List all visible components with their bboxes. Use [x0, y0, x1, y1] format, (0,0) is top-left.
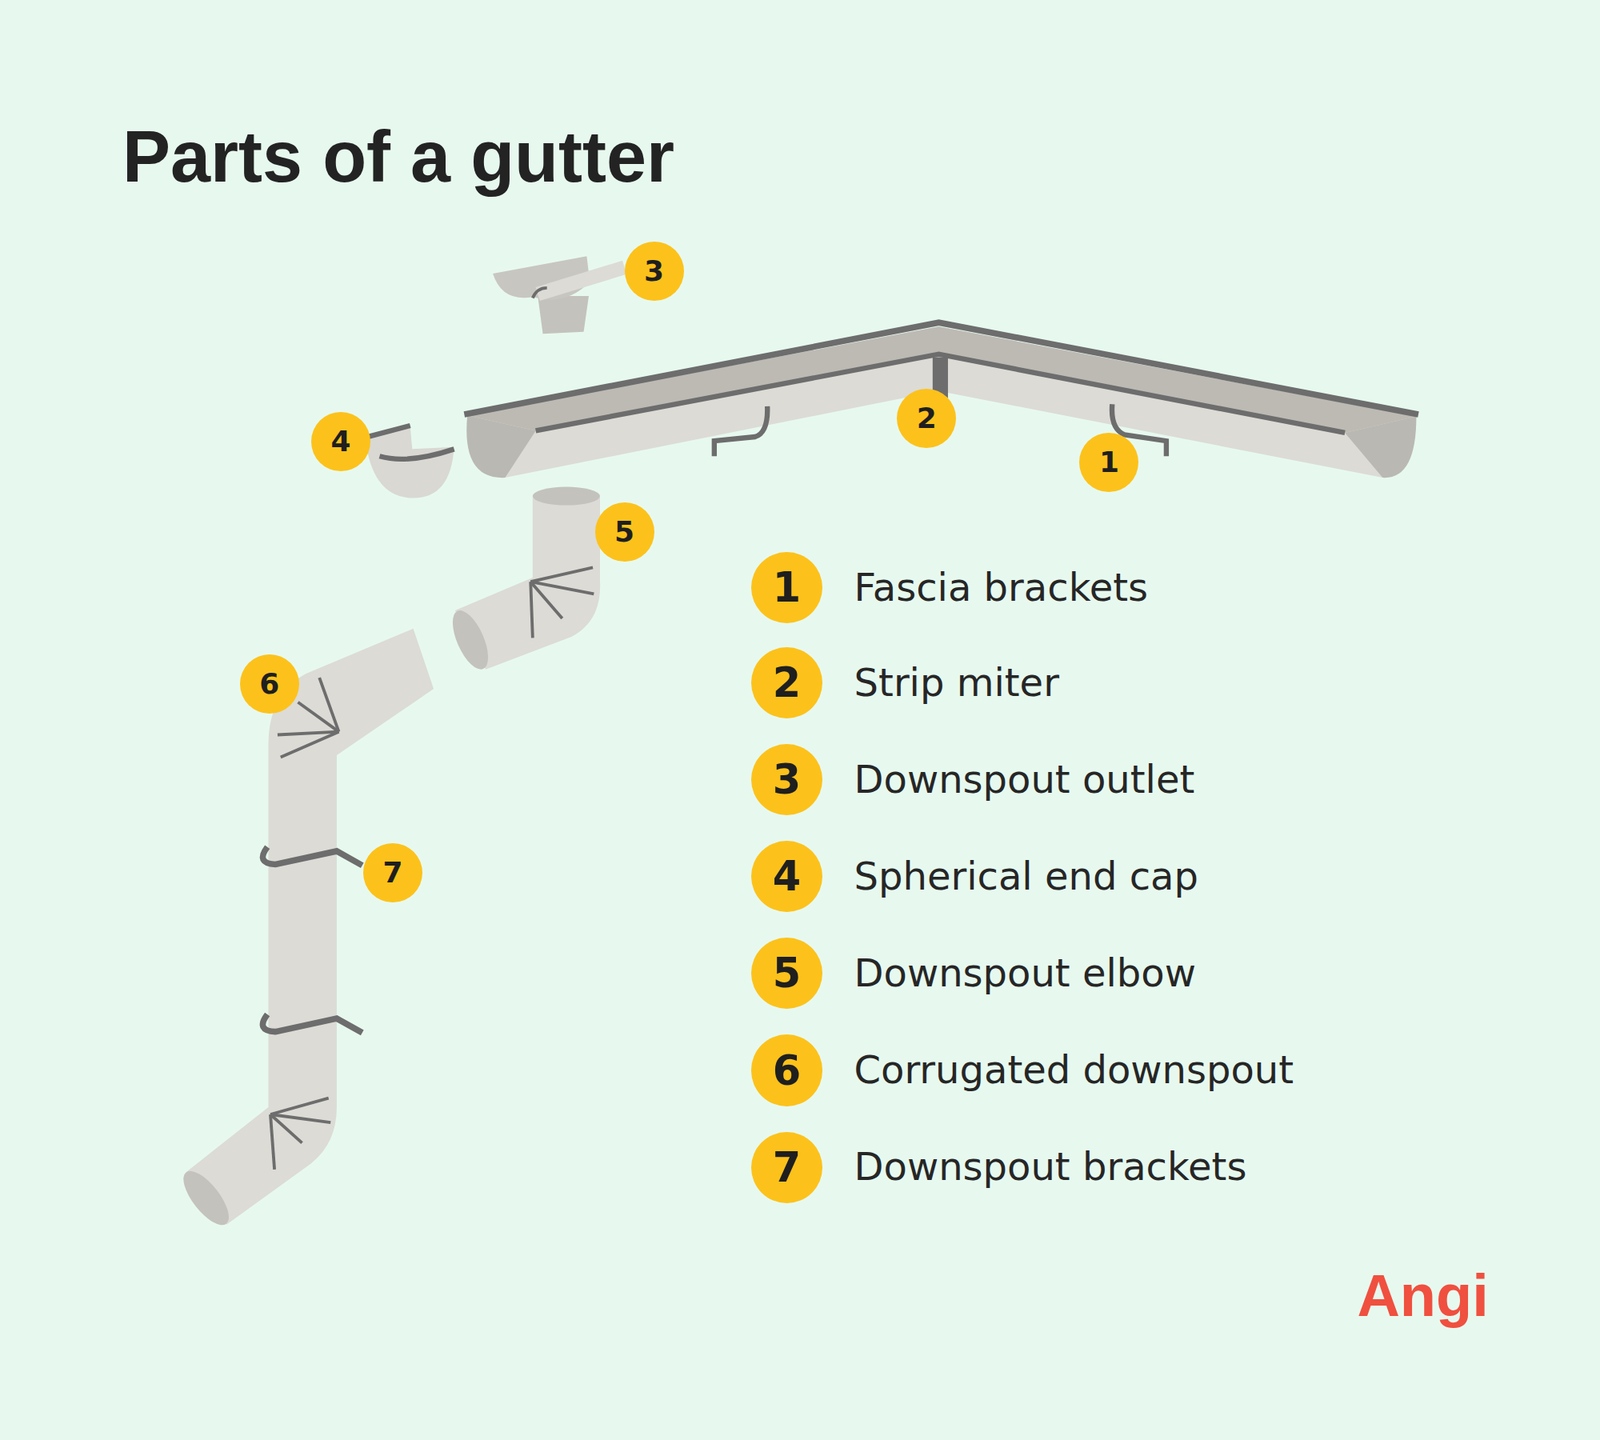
callout-number: 4	[311, 412, 371, 472]
outlet-edge	[537, 267, 624, 294]
callout-number: 3	[751, 744, 823, 816]
downspout-crimp	[270, 677, 339, 1170]
downspout-outlet	[492, 256, 625, 334]
end-cap-edge	[367, 425, 411, 437]
gutter-end-right	[1344, 416, 1416, 479]
callout-number: 6	[751, 1034, 823, 1106]
downspout-bracket	[262, 1014, 362, 1033]
downspout-end	[175, 1164, 236, 1232]
gutter-end-left	[466, 415, 536, 478]
outlet-drop	[537, 296, 589, 334]
callout-number: 2	[896, 388, 956, 448]
brand-logo: Angi	[1356, 1266, 1488, 1326]
callout-number: 7	[363, 843, 423, 903]
callout-number: 4	[751, 840, 823, 912]
gutter-body	[467, 326, 1416, 478]
downspout-bracket	[262, 847, 362, 866]
downspout-elbow	[445, 487, 600, 675]
fascia-bracket	[714, 406, 768, 457]
part-name: Strip miter	[854, 660, 1060, 707]
part-name: Downspout outlet	[854, 756, 1196, 804]
gutter-run	[464, 322, 1419, 478]
elbow-end	[445, 605, 496, 675]
part-name: Downspout brackets	[854, 1144, 1248, 1191]
part-name: Fascia brackets	[854, 564, 1148, 612]
end-cap-edge	[379, 448, 454, 459]
callout-number: 5	[595, 502, 655, 562]
corrugated-downspout	[175, 628, 434, 1232]
elbow-end	[532, 487, 600, 506]
downspout-body	[186, 628, 434, 1225]
callout-number: 7	[751, 1132, 823, 1204]
end-cap-body	[365, 426, 455, 498]
callout-number: 6	[240, 654, 300, 714]
elbow-crimp	[530, 567, 594, 638]
callout-number: 5	[751, 937, 823, 1009]
part-name: Spherical end cap	[854, 853, 1199, 900]
part-name: Downspout elbow	[854, 950, 1196, 997]
callout-number: 1	[751, 552, 823, 624]
part-name: Corrugated downspout	[854, 1047, 1295, 1094]
callout-number: 1	[1079, 432, 1139, 492]
callout-number: 3	[624, 241, 684, 301]
outlet-hole	[532, 288, 548, 299]
title: Parts of a gutter	[122, 120, 675, 193]
end-cap	[365, 425, 455, 499]
callout-number: 2	[751, 647, 823, 719]
